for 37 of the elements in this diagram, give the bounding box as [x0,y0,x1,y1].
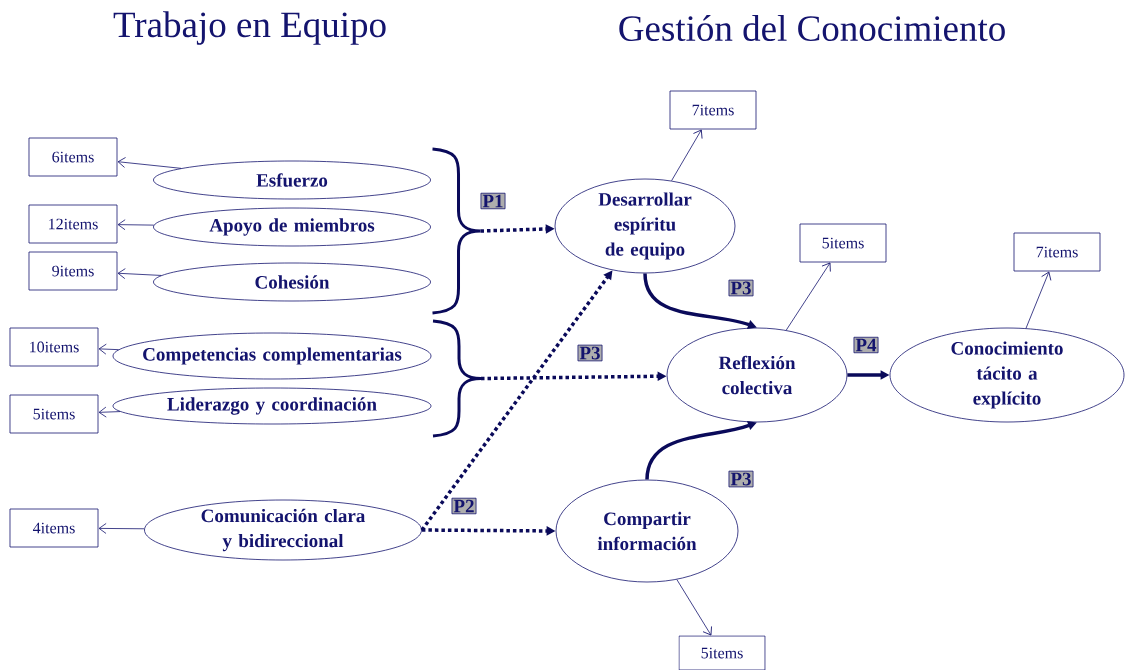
arrow [98,343,119,355]
item-box: 5items [799,223,887,263]
heading: Gestión del Conocimiento [619,14,1005,42]
edge-label: P3 [577,344,603,362]
edge-label: P3 [728,279,754,297]
edge-label: P3 [728,470,754,488]
ellipse-node: Cohesión [153,262,431,302]
item-box: 7items [669,90,757,130]
edge-label: P4 [853,336,879,354]
ellipse-node: Conocimiento tácito a explícito [889,327,1125,423]
arrow [676,579,712,636]
arrow [98,523,145,534]
item-box: 9items [28,251,118,291]
ellipse-node: Esfuerzo [153,160,431,200]
ellipse-node: Competencias complementarias [112,332,432,380]
ellipse-node: Liderazgo y coordinación [112,387,432,425]
heading: Trabajo en Equipo [113,11,386,45]
arrow [671,129,703,182]
item-box: 12items [28,204,118,244]
item-box: 5items [678,635,766,670]
item-box: 4items [9,508,99,548]
item-box: 5items [9,394,99,434]
edge-label: P2 [451,497,477,515]
item-box: 10items [9,327,99,367]
arrow [785,262,831,331]
arrow [117,268,162,279]
ellipse-node: Comunicación clara y bidireccional [144,499,422,561]
ellipse-node: Desarrollar espíritu de equipo [554,178,736,274]
arrow [117,157,182,169]
item-box: 7items [1013,232,1101,272]
edge-label: P1 [480,192,506,210]
arrow [117,219,155,231]
arrow [1025,271,1052,329]
ellipse-node: Apoyo de miembros [153,207,431,247]
item-box: 6items [28,137,118,177]
arrow [98,406,121,418]
ellipse-node: Reflexión colectiva [666,327,848,423]
